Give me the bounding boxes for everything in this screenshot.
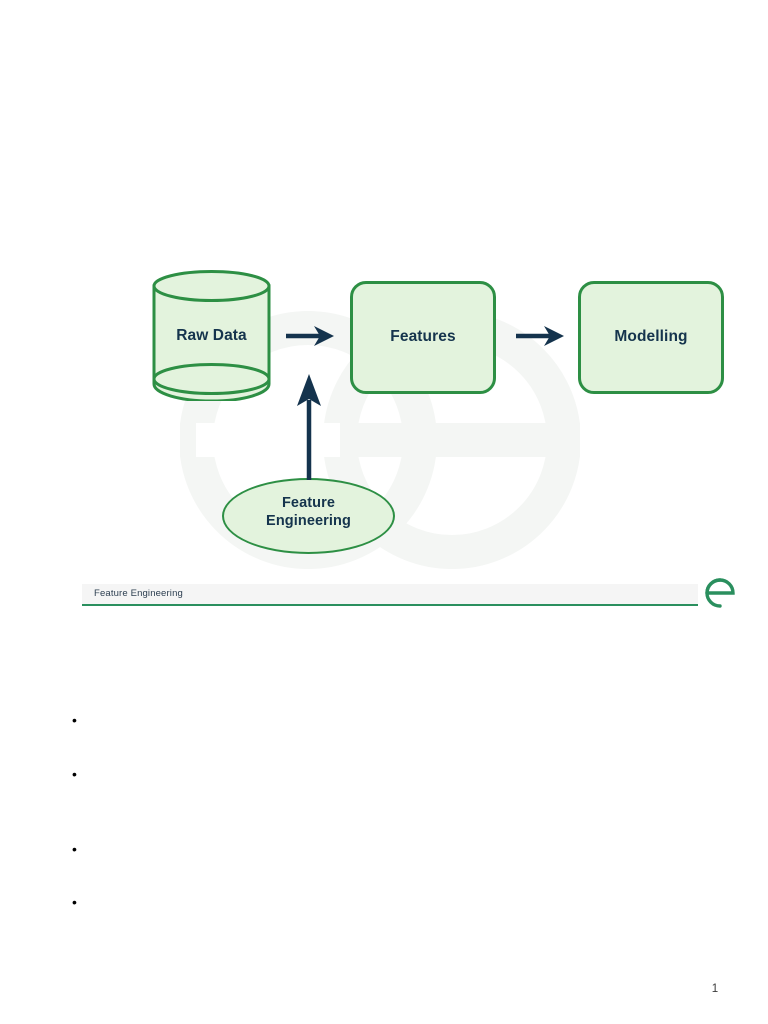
- footer-title: Feature Engineering: [94, 588, 183, 599]
- arrow-up-icon-fe-to-pipeline: [297, 374, 321, 480]
- list-item[interactable]: •: [72, 894, 692, 910]
- footer-bar: Feature Engineering: [82, 584, 698, 606]
- node-raw-data[interactable]: [151, 269, 272, 401]
- page-number: 1: [711, 983, 719, 995]
- list-item[interactable]: •: [72, 712, 692, 728]
- arrow-right-icon-raw-to-features: [286, 326, 334, 346]
- reversed-e-logo-icon: [705, 578, 735, 608]
- bullet-dot-icon: •: [72, 766, 77, 782]
- list-item[interactable]: •: [72, 766, 692, 782]
- process-flow-diagram: Raw Data Features Modelling Feature Engi…: [151, 269, 724, 554]
- list-item[interactable]: •: [72, 841, 692, 857]
- arrow-right-icon-features-to-modelling: [516, 326, 564, 346]
- node-modelling[interactable]: [578, 281, 724, 394]
- node-feature-engineering[interactable]: [222, 478, 395, 554]
- bullet-dot-icon: •: [72, 841, 77, 857]
- bullet-dot-icon: •: [72, 712, 77, 728]
- node-features[interactable]: [350, 281, 496, 394]
- bullet-dot-icon: •: [72, 894, 77, 910]
